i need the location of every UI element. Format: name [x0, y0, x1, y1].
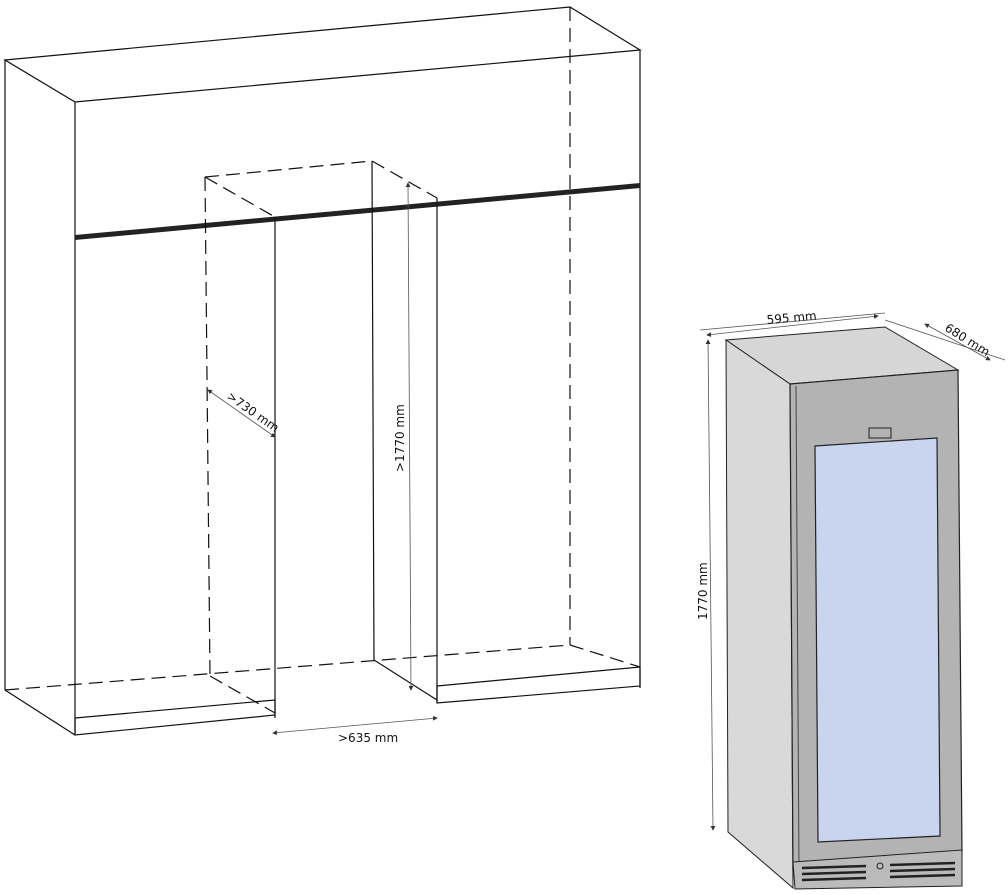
niche-height-label: >1770 mm [393, 404, 407, 472]
niche-width-label: >635 mm [338, 731, 398, 745]
fridge-height-label: 1770 mm [696, 562, 710, 620]
niche-depth-dimension: >730 mm [207, 389, 282, 438]
wine-fridge [724, 326, 963, 890]
niche-outline [204, 160, 438, 714]
fridge-side [725, 339, 794, 890]
fridge-width-label: 595 mm [766, 309, 817, 327]
fridge-height-dimension: 1770 mm [696, 339, 716, 831]
kitchen-cabinet [3, 6, 642, 736]
left-plinth [74, 699, 276, 736]
niche-width-dimension: >635 mm [272, 715, 438, 745]
niche-depth-label: >730 mm [224, 389, 281, 435]
lock-icon [876, 862, 884, 870]
right-plinth [436, 666, 641, 704]
cabinet-rail [75, 183, 640, 240]
fridge-depth-label: 680 mm [942, 321, 992, 359]
cabinet-top [3, 6, 642, 103]
door-handle [868, 427, 892, 439]
fridge-width-dimension: 595 mm [699, 309, 886, 337]
niche-height-dimension: >1770 mm [393, 182, 414, 691]
glass-panel [814, 437, 941, 843]
